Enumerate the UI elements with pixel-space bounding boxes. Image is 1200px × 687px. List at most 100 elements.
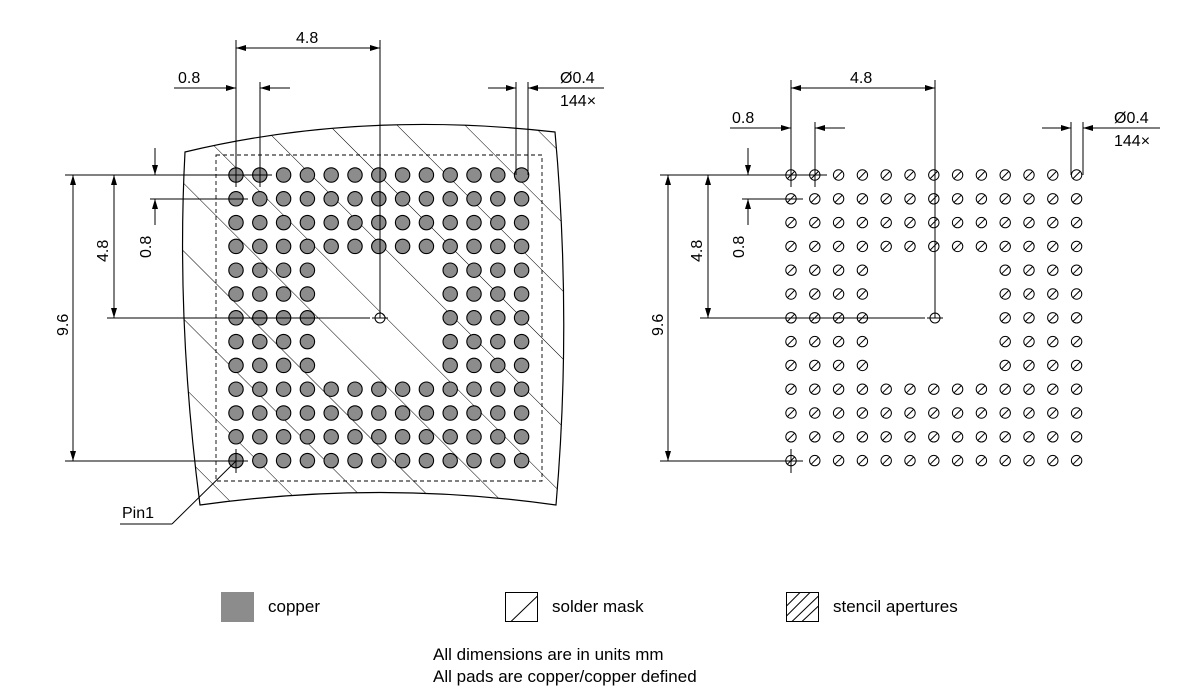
copper-pad: [466, 357, 482, 374]
legend-copper-label: copper: [268, 597, 320, 616]
right-dim-diameter: Ø0.4: [1114, 110, 1149, 127]
stencil-hatch: [906, 409, 914, 417]
stencil-hatch: [1025, 456, 1033, 465]
copper-pad: [418, 405, 435, 421]
copper-pad: [228, 357, 244, 374]
stencil-hatch: [1048, 290, 1057, 298]
stencil-hatch: [834, 218, 843, 227]
stencil-hatch: [1001, 409, 1010, 417]
copper-pad: [466, 452, 482, 469]
copper-pad: [323, 191, 339, 207]
copper-pad: [347, 381, 363, 397]
stencil-hatch: [882, 456, 891, 465]
stencil-hatch: [1072, 337, 1081, 346]
copper-pad: [275, 333, 292, 350]
stencil-hatch: [906, 385, 914, 394]
copper-pads: [228, 167, 530, 469]
stencil-hatch: [882, 385, 891, 394]
copper-pad: [418, 381, 435, 397]
copper-pad: [490, 262, 506, 278]
copper-pad: [490, 191, 506, 207]
copper-pad: [299, 191, 316, 207]
left-dim-pitch-v: 0.8: [138, 236, 155, 258]
copper-pad: [394, 191, 411, 207]
copper-pad: [513, 238, 530, 255]
stencil-hatch: [1025, 385, 1033, 394]
stencil-hatch: [787, 218, 795, 227]
stencil-hatch: [882, 432, 891, 441]
copper-pad: [466, 405, 482, 421]
stencil-hatch: [834, 290, 843, 298]
copper-pad: [513, 357, 530, 374]
left-view: [181, 123, 565, 506]
copper-pad: [490, 405, 506, 421]
copper-pad: [513, 214, 530, 231]
stencil-hatch: [810, 337, 819, 346]
copper-pad: [347, 429, 363, 445]
copper-pad: [299, 357, 316, 374]
copper-pad: [228, 429, 244, 445]
copper-pad: [371, 238, 387, 255]
copper-pad: [323, 167, 339, 183]
stencil-hatch: [1025, 242, 1033, 251]
copper-pad: [228, 333, 244, 350]
right-dim-span-v: 4.8: [689, 240, 706, 262]
copper-pad: [323, 405, 339, 421]
copper-pad: [299, 167, 316, 183]
stencil-hatch: [882, 194, 891, 203]
copper-pad: [371, 191, 387, 207]
stencil-hatch: [1072, 171, 1081, 179]
stencil-hatch: [1048, 361, 1057, 370]
legend-copper: copper: [221, 592, 320, 622]
copper-pad: [466, 191, 482, 207]
copper-pad: [490, 381, 506, 397]
copper-pad: [466, 238, 482, 255]
stencil-hatch: [977, 432, 986, 441]
copper-pad: [252, 405, 268, 421]
stencil-hatch: [1048, 385, 1057, 394]
stencil-hatch: [1072, 385, 1081, 394]
stencil-hatch: [906, 218, 914, 227]
stencil-hatch: [1001, 337, 1010, 346]
copper-pad: [490, 167, 506, 183]
stencil-hatch: [787, 432, 795, 441]
copper-pad: [418, 214, 435, 231]
copper-pad: [347, 167, 363, 183]
copper-pad: [371, 167, 387, 183]
stencil-hatch: [810, 385, 819, 394]
stencil-hatch: [810, 456, 819, 465]
left-dim-diameter: Ø0.4: [560, 70, 595, 87]
stencil-hatch: [1025, 432, 1033, 441]
stencil-hatch: [906, 432, 914, 441]
stencil-hatch: [858, 290, 867, 298]
stencil-hatch: [1072, 456, 1081, 465]
stencil-hatch: [787, 242, 795, 251]
copper-pad: [442, 191, 458, 207]
copper-pad: [347, 191, 363, 207]
left-dim-span-h: 4.8: [296, 30, 318, 47]
stencil-hatch: [977, 409, 986, 417]
copper-pad: [466, 310, 482, 326]
stencil-hatch: [787, 385, 795, 394]
copper-pad: [513, 405, 530, 421]
copper-pad: [275, 191, 292, 207]
right-dim-total-v: 9.6: [650, 314, 667, 336]
stencil-hatch: [882, 242, 891, 251]
stencil-hatch: [1048, 242, 1057, 251]
copper-pad: [299, 214, 316, 231]
stencil-hatch: [953, 194, 962, 203]
stencil-hatch: [834, 385, 843, 394]
stencil-hatch: [953, 432, 962, 441]
copper-pad: [275, 381, 292, 397]
copper-pad: [371, 214, 387, 231]
copper-pad: [442, 429, 458, 445]
stencil-hatch: [834, 432, 843, 441]
copper-pad: [299, 452, 316, 469]
copper-pad: [299, 381, 316, 397]
stencil-hatch: [1025, 218, 1033, 227]
stencil-hatch: [929, 409, 938, 417]
stencil-hatch: [858, 337, 867, 346]
copper-pad: [394, 214, 411, 231]
stencil-hatch: [1001, 218, 1010, 227]
